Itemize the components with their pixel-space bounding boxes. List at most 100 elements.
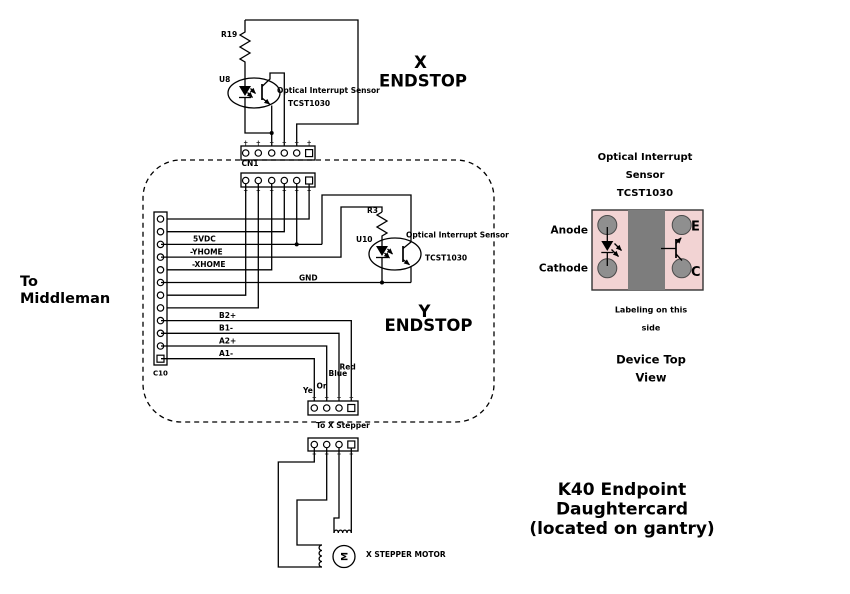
motor-symbol-letter: M [341,552,351,561]
c10-pin-1 [156,215,165,223]
r19-label: R19 [221,30,237,39]
u8-part-number: TCST1030 [288,99,330,108]
cn1-lower-pin-2 [254,176,263,185]
signal-yhome-label: -YHOME [190,248,223,257]
cn1-lower-pin-6-square [305,176,314,185]
x-endstop-circuit: R19 U8 Optical Interrupt Sensor TCST1030… [219,19,467,168]
c10-pin-5 [156,265,165,274]
signal-gnd-label: GND [299,274,318,283]
resistor-r3 [375,211,389,246]
stepper-lower-pin-2 [322,440,331,449]
signal-b2-label: B2+ [219,311,236,320]
signal-a1-label: A1- [219,349,233,358]
u10-light-arrow-1 [386,248,393,255]
u10-collector-wire [402,241,412,250]
signal-a2-label: A2+ [219,337,236,346]
caption-block: K40 Endpoint Daughtercard (located on ga… [529,480,714,539]
u8-light-arrow-1 [249,87,256,94]
connector-cn1-upper [240,145,316,161]
stepper-upper-pin-ticks [312,395,354,401]
cn1-lower-pin-1 [241,176,250,185]
cn1-pin-3 [267,149,276,157]
motor-symbol-circle [332,544,356,569]
package-title-line1: Optical Interrupt [598,152,693,163]
connector-cn1-lower [240,172,316,188]
motor-coil-horizontal [333,529,352,534]
cn1-pin-5 [292,149,301,157]
u8-emitter-wire [261,97,271,105]
to-middleman-label: To Middleman [20,274,110,307]
u8-label: U8 [219,75,230,84]
cn1-pin-4 [280,149,289,157]
optocoupler-u10-body [368,237,422,271]
motor-wire-1 [277,447,322,568]
caption-line1: K40 Endpoint [558,480,687,500]
r3-label: R3 [367,206,378,215]
package-c-label: C [691,265,701,280]
u10-sensor-label: Optical Interrupt Sensor [406,231,509,240]
u8-junction-dot [269,131,274,135]
package-pad-c [671,258,692,279]
u10-emitter-wire [402,258,410,266]
connector-stepper-lower [307,437,359,452]
package-anode-label: Anode [551,225,588,237]
cn1-lower-pin-5 [292,176,301,185]
stepper-section: Ye Or Blue Red To X Stepper M X STEPPER … [277,363,446,569]
x-stepper-motor-label: X STEPPER MOTOR [366,550,446,559]
stepper-upper-pin-1 [310,404,319,412]
x-supply-loop-wire [245,19,359,150]
lower-pin4-wire [161,183,285,233]
cn1-lower-pin-ticks [243,188,311,193]
wire-color-or-label: Or [317,382,327,391]
cn1-label: CN1 [242,159,259,168]
to-middleman-line2: Middleman [20,291,110,307]
package-light-arrow-2 [611,249,619,257]
lower-pin6-wire [161,184,310,220]
bus-a2-wire [161,345,328,401]
signal-b1-label: B1- [219,324,233,333]
u10-gnd-junction-dot [380,280,384,285]
cn1-pin-number-ticks [243,140,311,146]
package-e-label: E [691,220,700,235]
package-led-triangle [601,241,614,251]
y-endstop-title-line2: ENDSTOP [384,316,472,335]
motor-wire-3 [333,447,340,533]
bus-a1-wire [161,358,315,401]
package-title-line2: Sensor [626,170,665,181]
package-light-arrow-1 [614,243,622,251]
stepper-upper-pin-2 [322,404,331,412]
bus-b1-wire [161,332,340,401]
caption-line2: Daughtercard [556,500,688,520]
wire-color-blue-label: Blue [329,369,348,378]
c10-label: C10 [153,370,168,378]
lower-pin2-wire [161,183,259,309]
bus-yhome-wire [161,206,383,258]
signal-5vdc-label: 5VDC [193,235,216,244]
wire-color-ye-label: Ye [302,386,313,395]
stepper-upper-pin-3 [335,404,343,412]
stepper-upper-pin-4-square [347,403,356,413]
cn1-pin-2 [254,149,263,157]
package-cathode-label: Cathode [539,263,588,275]
c10-pin-8 [156,304,165,312]
to-middleman-line1: To [20,274,38,290]
cn1-lower-pin-3 [267,176,276,185]
package-note-line1: Labeling on this [615,306,688,315]
stepper-lower-pin-3 [335,440,343,449]
x-endstop-title-line2: ENDSTOP [379,72,467,91]
motor-coil-vertical [318,544,323,568]
u8-collector-wire [261,72,285,150]
package-center-band [628,210,665,290]
optocoupler-u8-body [227,77,281,109]
u10-label: U10 [356,235,373,244]
package-view-line1: Device Top [616,353,686,367]
u8-light-arrow-2 [246,91,253,98]
package-view: Optical Interrupt Sensor TCST1030 Anode … [539,152,704,385]
cn1-lower-pin-4 [280,176,289,185]
daughtercard-inner: C10 5VDC -YHOME -XHOME GND B2+ B1- A2+ A… [153,172,509,401]
lower-pin3-wire [161,183,273,271]
package-emitter-wire [675,237,682,244]
u8-led-triangle [239,86,251,96]
caption-line3: (located on gantry) [529,519,714,539]
